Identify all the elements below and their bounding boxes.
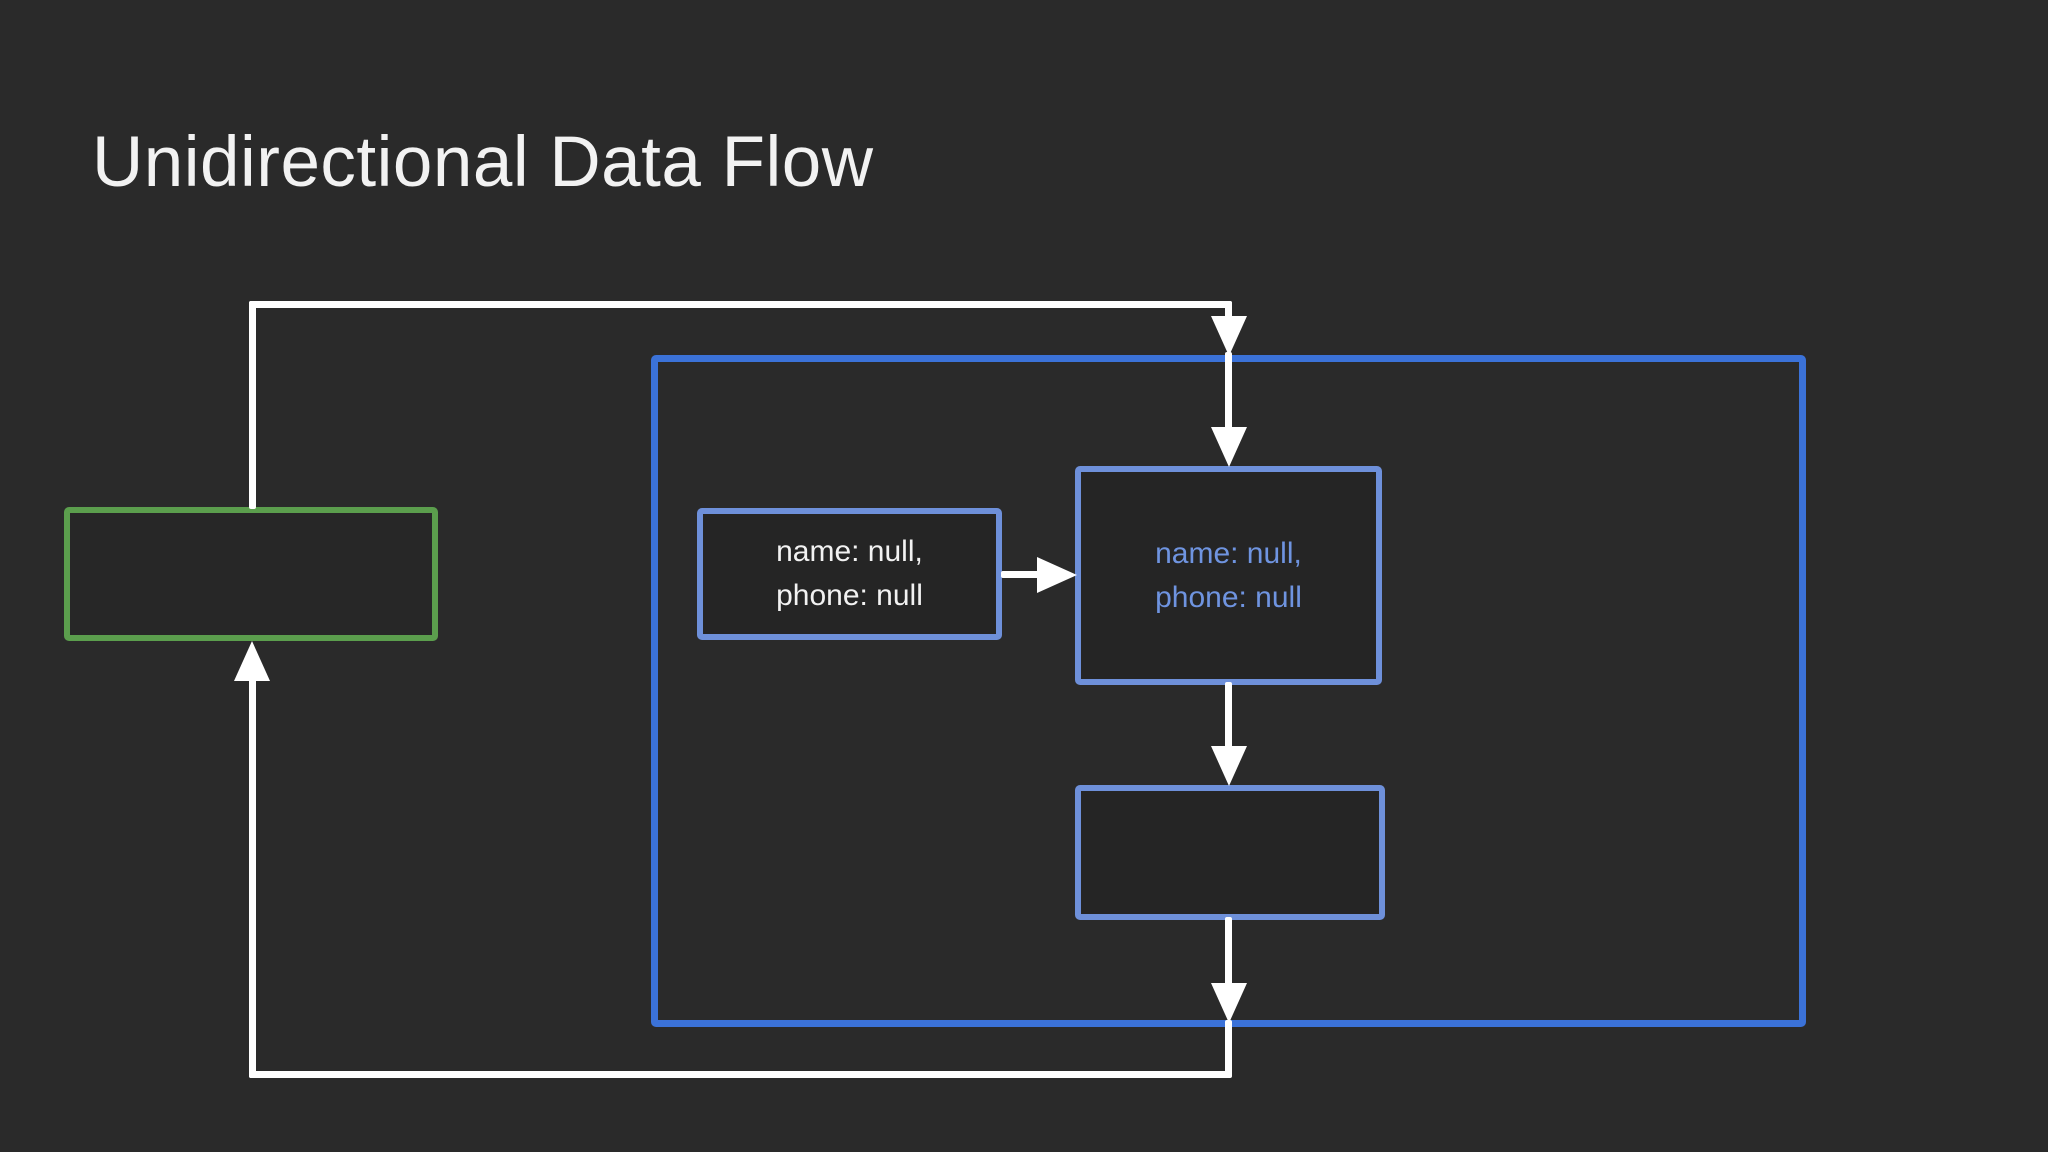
arrowhead-down-out-of-container-icon (1211, 983, 1247, 1023)
flow-line-input-to-component (1001, 571, 1045, 578)
slide-title: Unidirectional Data Flow (92, 123, 874, 202)
flow-line-top (249, 301, 1232, 308)
flow-line-below-container (1225, 1020, 1232, 1075)
green-source-box (64, 507, 438, 641)
input-data-line2: phone: null (776, 579, 923, 612)
input-data-text: name: null, phone: null (776, 530, 923, 618)
component-state-line1: name: null, (1155, 536, 1302, 570)
arrowhead-up-into-green-box-icon (234, 641, 270, 681)
flow-line-left-up (249, 301, 256, 509)
flow-line-into-container (1225, 301, 1232, 319)
arrowhead-down-into-container-icon (1211, 316, 1247, 356)
flow-line-bottom (249, 1071, 1232, 1078)
component-state-box: name: null, phone: null (1075, 466, 1382, 685)
arrowhead-down-into-output-icon (1211, 746, 1247, 786)
arrowhead-down-into-component-icon (1211, 427, 1247, 467)
input-data-line1: name: null, (776, 535, 923, 568)
flow-line-output-to-border (1225, 917, 1232, 985)
flow-line-left-down (249, 678, 256, 1078)
input-data-box: name: null, phone: null (697, 508, 1002, 640)
arrowhead-right-into-component-icon (1037, 557, 1077, 593)
component-state-line2: phone: null (1155, 580, 1302, 614)
flow-line-component-to-output (1225, 682, 1232, 748)
flow-line-to-component (1225, 352, 1232, 430)
output-box (1075, 785, 1385, 920)
component-state-text: name: null, phone: null (1155, 532, 1302, 620)
